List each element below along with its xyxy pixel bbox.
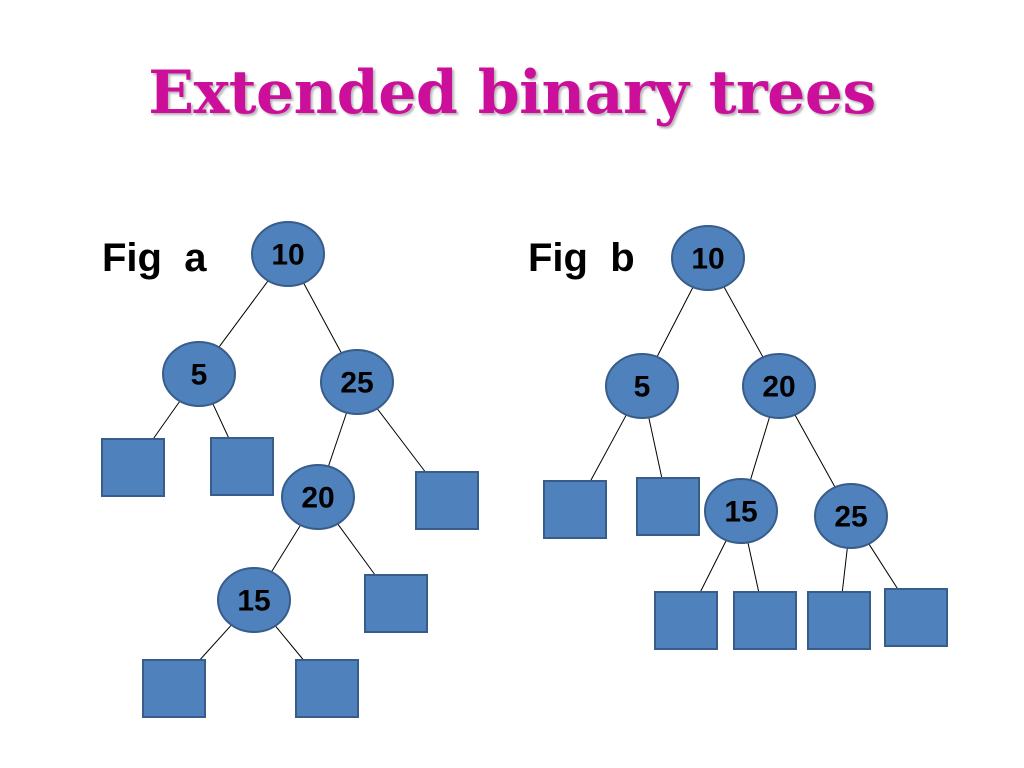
edge-a5-a5L <box>152 400 181 440</box>
node-value: 25 <box>834 501 867 534</box>
external-node-a5L <box>101 438 165 497</box>
node-value: 15 <box>724 496 757 529</box>
internal-node-b25: 25 <box>814 483 888 549</box>
node-circle <box>217 567 291 633</box>
internal-node-a10: 10 <box>251 221 325 287</box>
external-node-b5L <box>543 480 607 539</box>
edge-b15-b15L <box>699 539 727 593</box>
fig-a-tree: 10 5 25 20 15 <box>101 221 479 718</box>
external-node-a20R <box>364 574 428 633</box>
fig-b-tree: 10 5 20 15 25 <box>543 225 948 650</box>
node-circle <box>742 353 816 419</box>
external-node-b25R <box>884 588 948 647</box>
node-circle <box>814 483 888 549</box>
external-node-a25R <box>415 471 479 530</box>
fig-b-label: Fig b <box>528 236 635 280</box>
edge-b20-b25 <box>794 414 836 488</box>
node-value: 15 <box>237 585 270 618</box>
internal-node-a5: 5 <box>162 341 236 407</box>
edge-b10-b20 <box>723 286 764 358</box>
edge-b20-b15 <box>749 416 771 481</box>
node-value: 10 <box>271 239 304 272</box>
edge-b10-b5 <box>656 286 694 358</box>
edge-a25-a25R <box>376 408 426 473</box>
fig-a-label: Fig a <box>102 236 207 280</box>
edge-a25-a20 <box>327 412 348 467</box>
internal-node-a15: 15 <box>217 567 291 633</box>
node-circle <box>671 225 745 291</box>
edge-b5-b5R <box>648 417 663 479</box>
node-circle <box>162 341 236 407</box>
internal-node-b15: 15 <box>704 478 778 544</box>
external-node-a15L <box>142 659 206 718</box>
node-value: 5 <box>634 371 651 404</box>
external-node-b5R <box>636 477 700 536</box>
internal-node-a25: 25 <box>320 349 394 415</box>
edge-b25-b25L <box>841 547 848 593</box>
node-value: 5 <box>191 359 208 392</box>
edge-b5-b5L <box>590 414 627 482</box>
edge-a15-a15R <box>274 625 304 661</box>
edge-b25-b25R <box>868 543 899 590</box>
external-node-a5R <box>210 437 274 496</box>
node-circle <box>605 353 679 419</box>
slide-title: Extended binary trees <box>148 58 876 128</box>
node-value: 20 <box>762 371 795 404</box>
node-value: 25 <box>340 367 373 400</box>
edge-a10-a5 <box>218 280 269 348</box>
external-node-b15L <box>654 591 718 650</box>
external-node-a15R <box>295 659 359 718</box>
node-value: 20 <box>301 482 334 515</box>
node-circle <box>320 349 394 415</box>
node-circle <box>251 221 325 287</box>
node-circle <box>704 478 778 544</box>
edge-a20-a20R <box>337 523 376 576</box>
external-node-b25L <box>807 591 871 650</box>
external-node-b15R <box>733 591 797 650</box>
edge-a20-a15 <box>270 524 302 573</box>
internal-node-b5: 5 <box>605 353 679 419</box>
edge-a5-a5R <box>212 403 230 439</box>
edge-a15-a15L <box>199 624 232 661</box>
internal-node-a20: 20 <box>281 464 355 530</box>
internal-node-b20: 20 <box>742 353 816 419</box>
node-value: 10 <box>691 243 724 276</box>
edge-b15-b15R <box>747 542 760 593</box>
edge-a10-a25 <box>303 282 342 354</box>
node-circle <box>281 464 355 530</box>
internal-node-b10: 10 <box>671 225 745 291</box>
